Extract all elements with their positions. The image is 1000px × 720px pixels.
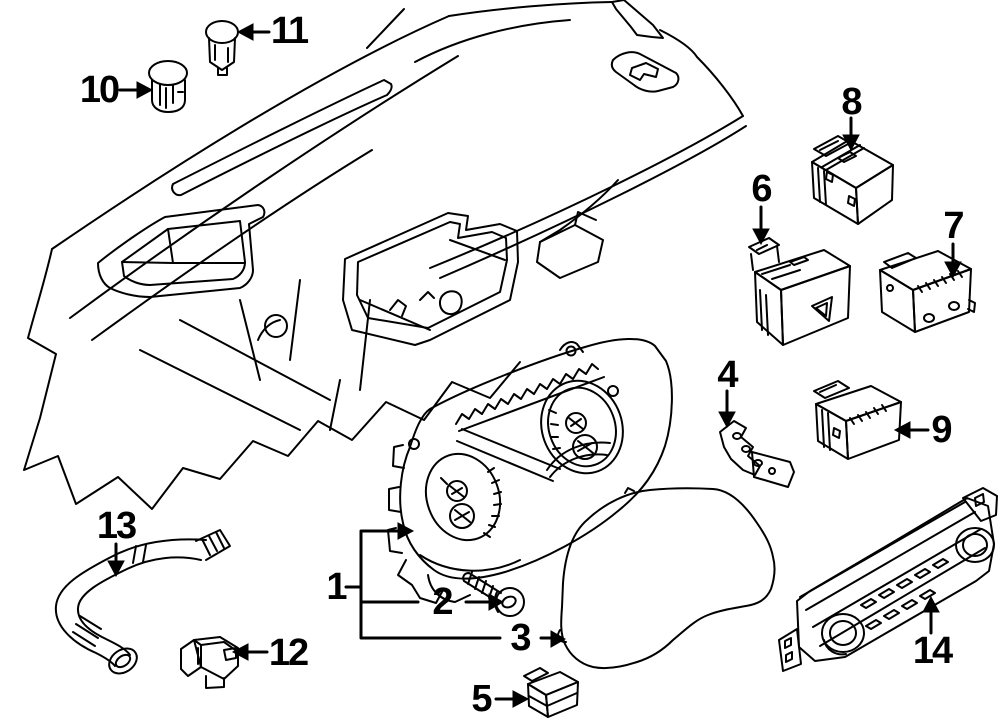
callout-10-leader bbox=[118, 81, 154, 99]
callout-label-10[interactable]: 10 bbox=[79, 69, 120, 111]
duct-hose-13-drawing bbox=[54, 529, 231, 675]
switch-5-drawing bbox=[523, 667, 579, 718]
climate-control-14-drawing bbox=[778, 487, 998, 672]
hazard-switch-drawing bbox=[748, 237, 851, 346]
callout-label-7[interactable]: 7 bbox=[943, 205, 964, 247]
in-vehicle-sensor-11-drawing bbox=[205, 20, 239, 76]
switch-7-drawing bbox=[879, 250, 976, 333]
callout-11-leader bbox=[236, 23, 271, 41]
callout-label-8[interactable]: 8 bbox=[841, 81, 862, 123]
dashboard-panel-drawing bbox=[23, 0, 747, 510]
callout-label-14[interactable]: 14 bbox=[912, 630, 953, 672]
sensor-12-drawing bbox=[180, 636, 239, 689]
callout-12-leader bbox=[231, 643, 269, 661]
callout-4-leader bbox=[718, 389, 736, 429]
callout-1-2-3-leader bbox=[344, 522, 567, 648]
callout-label-5[interactable]: 5 bbox=[471, 678, 492, 720]
callout-14-leader bbox=[922, 595, 940, 635]
callout-label-11[interactable]: 11 bbox=[270, 10, 309, 52]
callout-8-leader bbox=[842, 116, 860, 152]
bracket-switch-4-drawing bbox=[719, 420, 795, 488]
cluster-lens-drawing bbox=[557, 487, 776, 670]
callout-13-leader bbox=[107, 542, 125, 578]
callout-label-9[interactable]: 9 bbox=[931, 409, 952, 451]
callout-label-2[interactable]: 2 bbox=[432, 581, 453, 623]
callout-9-leader bbox=[893, 421, 930, 439]
switch-9-drawing bbox=[813, 380, 902, 460]
switch-8-drawing bbox=[811, 135, 894, 225]
callout-5-leader bbox=[494, 690, 530, 708]
callout-label-13[interactable]: 13 bbox=[96, 505, 137, 547]
callout-6-leader bbox=[752, 205, 770, 246]
callout-label-1[interactable]: 1 bbox=[326, 566, 347, 608]
callout-7-leader bbox=[944, 242, 962, 279]
callout-label-3[interactable]: 3 bbox=[510, 617, 531, 659]
callout-label-12[interactable]: 12 bbox=[268, 632, 309, 674]
sunload-sensor-10-drawing bbox=[148, 60, 188, 113]
instrument-cluster-drawing bbox=[387, 338, 673, 604]
callout-label-4[interactable]: 4 bbox=[717, 354, 738, 396]
callout-label-6[interactable]: 6 bbox=[751, 168, 772, 210]
